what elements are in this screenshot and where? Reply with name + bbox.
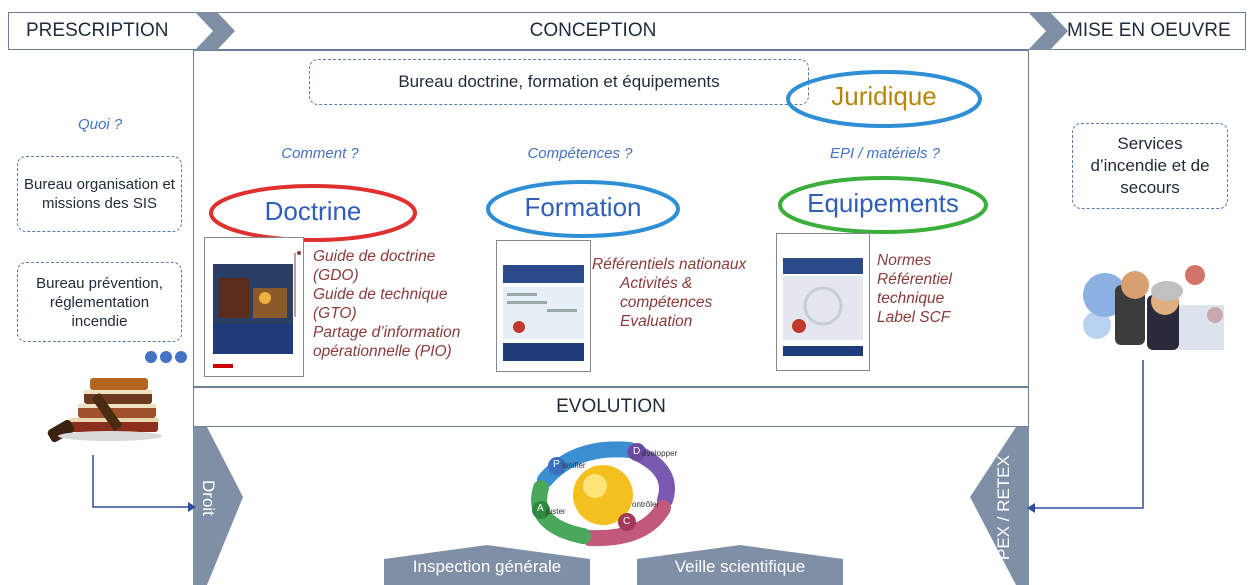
droit-label: Droit	[199, 480, 218, 516]
pdca-a-letter: A	[537, 503, 544, 514]
pdca-p-letter: P	[553, 459, 560, 470]
conception-chevron	[1028, 12, 1068, 50]
veille-label: Veille scientifique	[674, 557, 806, 576]
more-dot-3	[175, 351, 187, 363]
bureau-prevention-box: Bureau prévention, réglementation incend…	[17, 262, 182, 342]
doctrine-ellipse	[209, 184, 417, 242]
prescription-chevron	[195, 12, 235, 50]
doctrine-item-pio: Partage d’information opérationnelle (PI…	[313, 324, 461, 360]
equipements-item-referentiel: Référentiel technique	[877, 271, 952, 307]
equipements-items: Normes Référentiel technique Label SCF	[877, 251, 977, 327]
formation-item-evaluation: Evaluation	[620, 313, 693, 330]
formation-item-activites: Activités & compétences	[620, 275, 713, 311]
services-incendie-text: Services d’incendie et de secours	[1090, 134, 1210, 197]
bureau-organisation-text: Bureau organisation et missions des SIS	[24, 176, 175, 212]
formation-cover-art	[497, 241, 590, 371]
services-incendie-box: Services d’incendie et de secours	[1072, 123, 1228, 209]
juridique-ellipse	[786, 70, 982, 128]
pdca-c-letter: C	[623, 516, 631, 527]
quoi-question: Quoi ?	[78, 116, 123, 133]
more-dot-2	[160, 351, 172, 363]
epi-question: EPI / matériels ?	[829, 145, 941, 162]
books-gavel-icon	[47, 378, 162, 443]
firefighters-photo	[1075, 255, 1230, 360]
doctrine-title: Doctrine	[264, 196, 362, 226]
juridique-label: Juridique	[831, 81, 937, 111]
pdca-d-word: évelopper	[642, 449, 678, 458]
evolution-bar: EVOLUTION	[193, 387, 1029, 427]
mise-en-oeuvre-label: MISE EN OEUVRE	[1067, 20, 1231, 41]
formation-title: Formation	[524, 192, 642, 222]
doctrine-item-gdo: Guide de doctrine (GDO)	[313, 248, 436, 284]
doctrine-connector	[294, 251, 301, 317]
more-dot-1	[145, 351, 157, 363]
inspection-label: Inspection générale	[412, 557, 562, 576]
bureau-doctrine-text: Bureau doctrine, formation et équipement…	[398, 72, 720, 91]
formation-document-thumbnail	[496, 240, 591, 372]
pdca-cycle-graphic	[531, 441, 675, 547]
equipements-ellipse	[778, 176, 988, 234]
equipements-cover-art	[777, 234, 869, 370]
pdca-c-word: ontrôler	[632, 500, 660, 509]
left-connector	[92, 455, 196, 512]
formation-items: Référentiels nationaux Activités & compé…	[592, 255, 762, 331]
conception-label: CONCEPTION	[529, 20, 657, 41]
equipements-item-label: Label SCF	[877, 309, 951, 326]
bureau-doctrine-box: Bureau doctrine, formation et équipement…	[309, 59, 809, 105]
pex-retex-arrow	[970, 427, 1029, 585]
equipements-title: Equipements	[807, 188, 959, 218]
formation-ellipse	[486, 180, 680, 238]
doctrine-item-gto: Guide de technique (GTO)	[313, 286, 448, 322]
doctrine-items: Guide de doctrine (GDO) Guide de techniq…	[313, 247, 483, 361]
evolution-label: EVOLUTION	[556, 396, 666, 417]
bureau-prevention-text: Bureau prévention, réglementation incend…	[36, 274, 163, 330]
pdca-d-letter: D	[633, 446, 641, 457]
pex-retex-label: PEX / RETEX	[994, 455, 1013, 560]
droit-arrow	[193, 427, 243, 585]
bureau-organisation-box: Bureau organisation et missions des SIS	[17, 156, 182, 232]
veille-arrow	[637, 545, 843, 585]
prescription-label: PRESCRIPTION	[26, 20, 169, 41]
doctrine-cover-art	[205, 238, 303, 376]
competences-question: Compétences ?	[527, 145, 633, 162]
pdca-a-word: juster	[546, 507, 566, 516]
conception-frame	[193, 50, 1029, 387]
equipements-document-thumbnail	[776, 233, 870, 371]
equipements-item-normes: Normes	[877, 252, 932, 269]
formation-item-referentiels: Référentiels nationaux	[592, 256, 747, 273]
pdca-p-word: lanifier	[562, 461, 586, 470]
comment-question: Comment ?	[281, 145, 359, 162]
doctrine-document-thumbnail	[204, 237, 304, 377]
inspection-arrow	[384, 545, 590, 585]
right-connector	[1027, 360, 1144, 513]
